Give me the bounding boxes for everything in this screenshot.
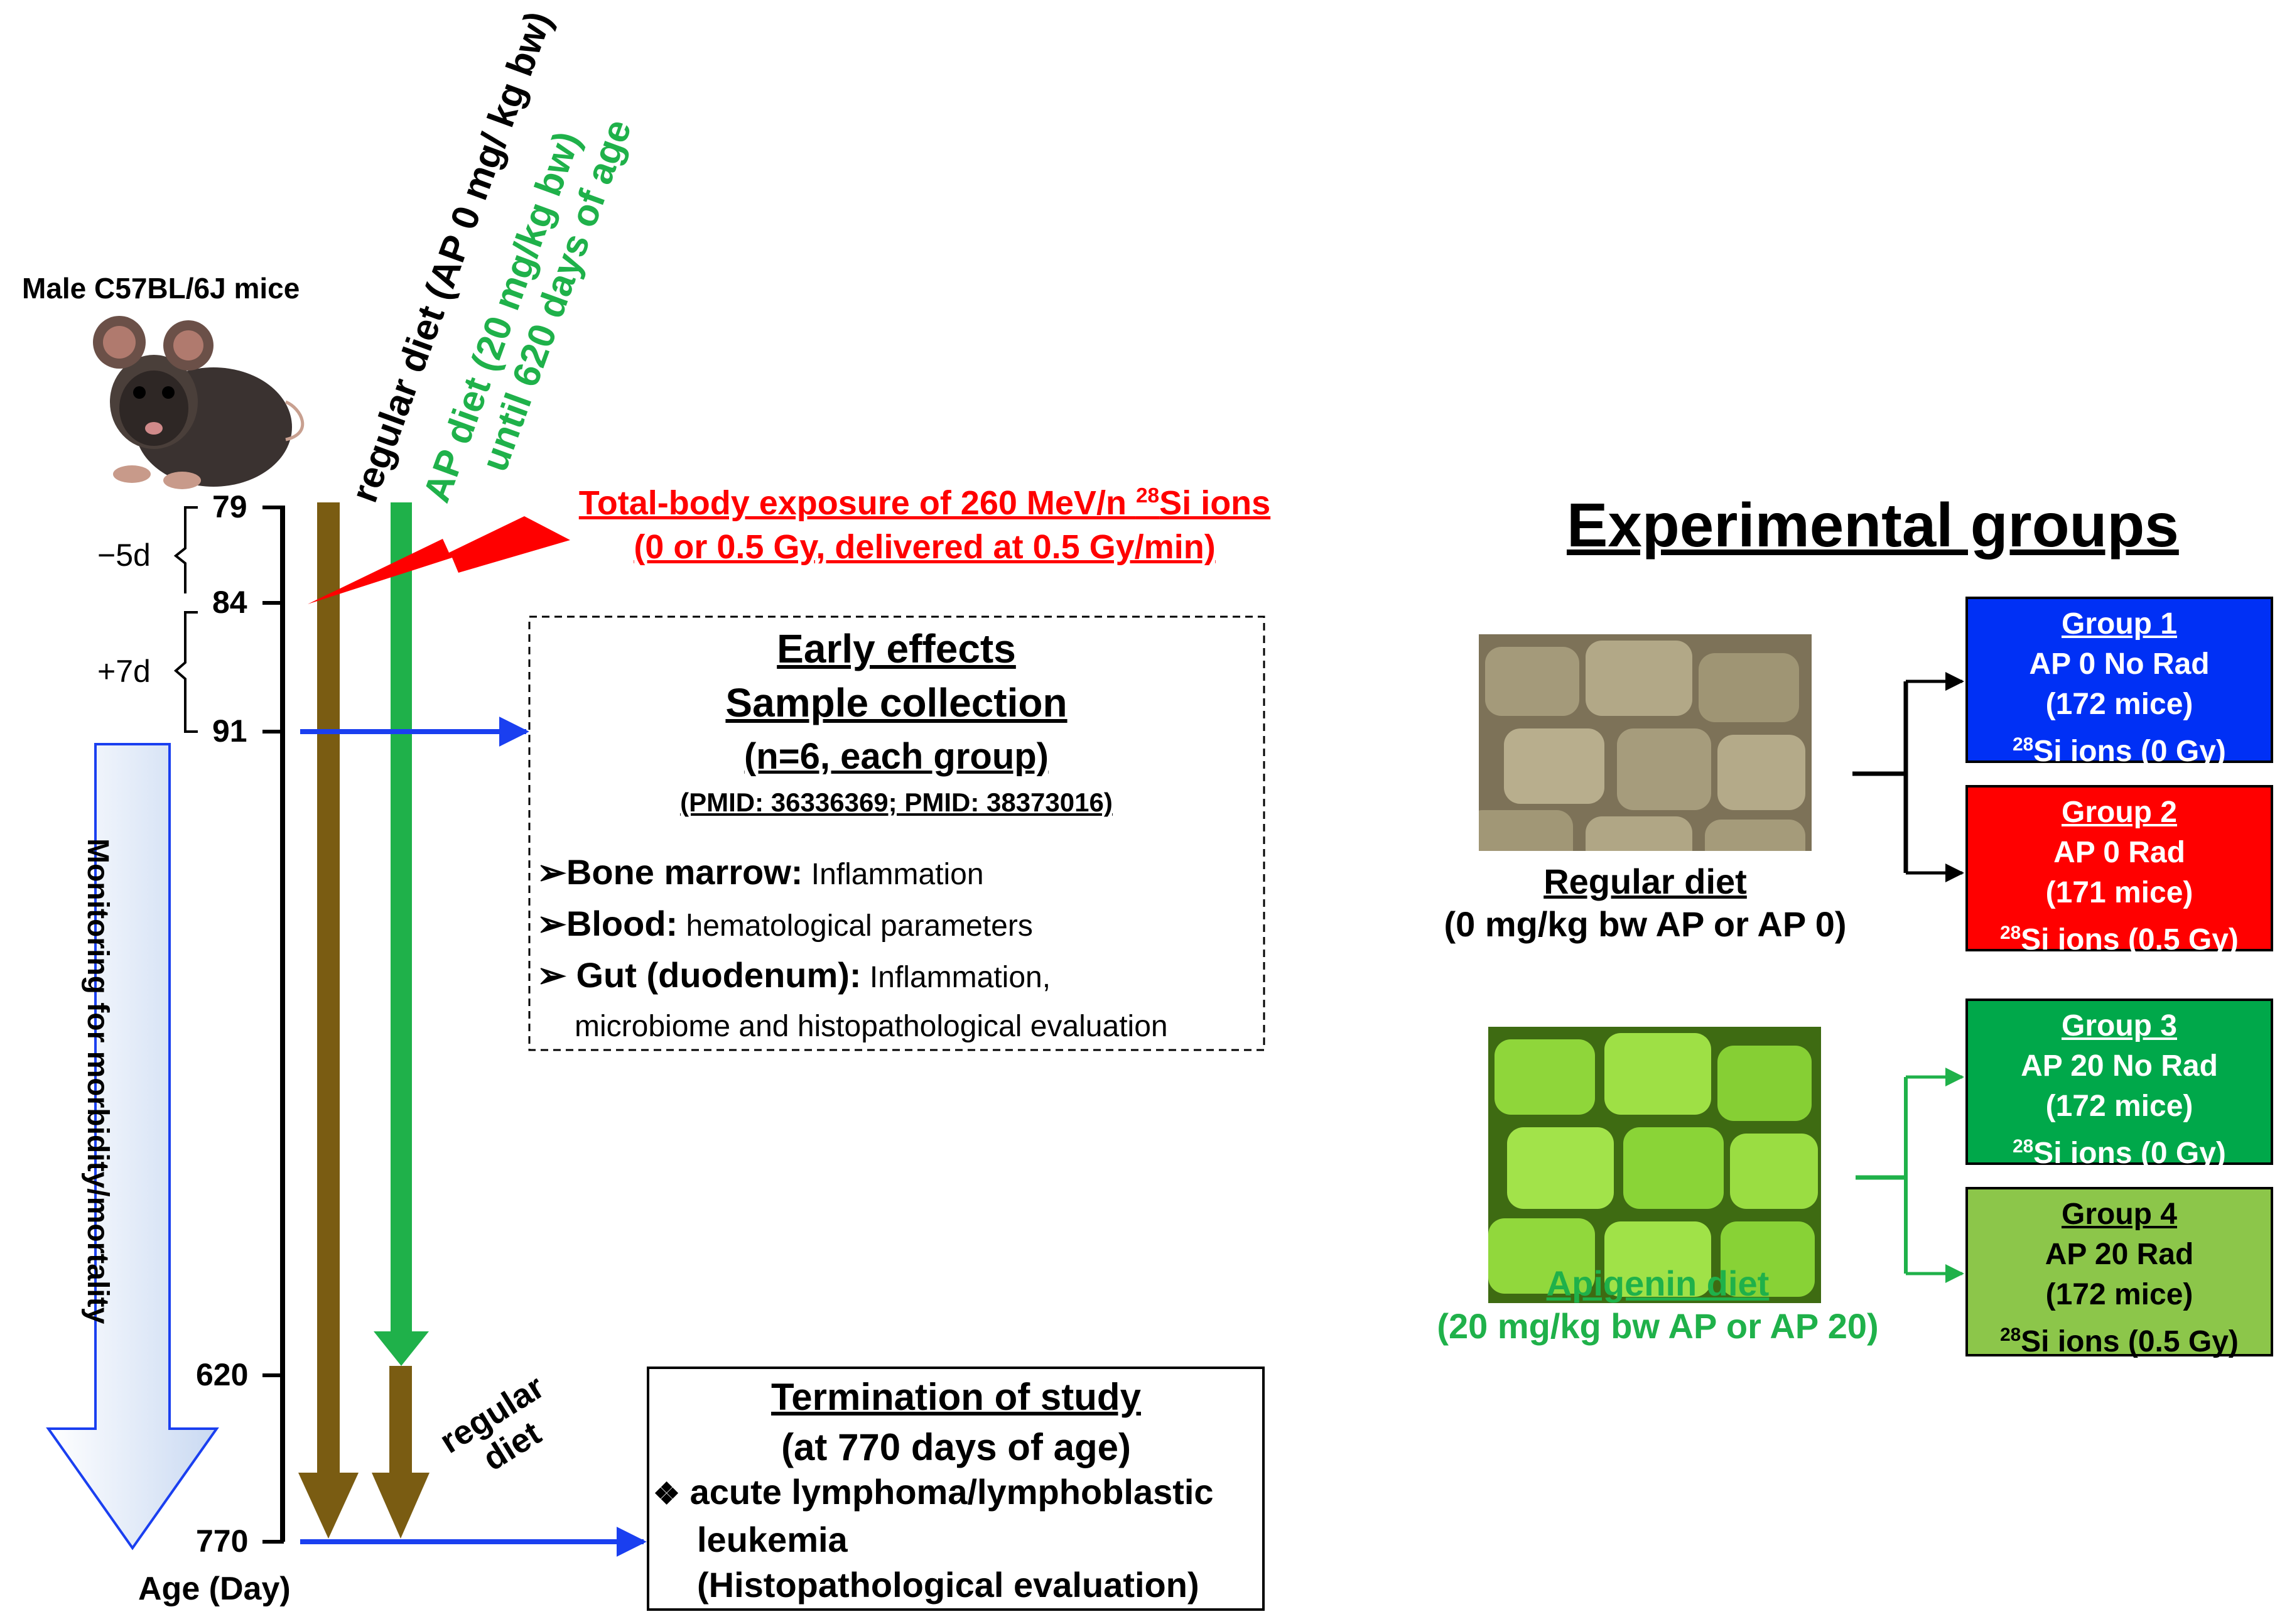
early-title: Early effects [777,626,1016,671]
termination-titles: Termination of study (at 770 days of age… [650,1372,1262,1473]
sample-size: (n=6, each group) [743,736,1049,777]
diamond-bullet-icon: ❖ [653,1478,681,1511]
termination-title: Termination of study [771,1376,1141,1418]
group-4-box: Group 4 AP 20 Rad (172 mice) 28Si ions (… [1965,1187,2273,1358]
group-2-sup: 28 [2000,923,2021,943]
item-text: Inflammation [803,858,984,891]
regular-diet-detail: (0 mg/kg bw AP or AP 0) [1444,904,1847,944]
list-item-bone-marrow: ➢Bone marrow: Inflammation [537,848,1259,899]
early-effects-titles: Early effects Sample collection (n=6, ea… [531,622,1262,821]
termination-line3: (Histopathological evaluation) [697,1565,1199,1605]
exposure-line2: (0 or 0.5 Gy, delivered at 0.5 Gy/min) [634,528,1216,566]
group-4-dose: Si ions (0.5 Gy) [2021,1325,2239,1358]
sample-collection-title: Sample collection [725,680,1068,725]
list-item-gut-cont: microbiome and histopathological evaluat… [575,1010,1168,1043]
group-2-title: Group 2 [2061,796,2177,829]
group-1-sup: 28 [2013,734,2034,755]
group-2-line3: 28Si ions (0.5 Gy) [1968,913,2271,960]
group-2-line1: AP 0 Rad [2053,836,2185,869]
plus-7d-label: +7d [97,654,151,689]
termination-list: ❖ acute lymphoma/lymphoblastic leukemia … [653,1470,1259,1608]
group-4-sup: 28 [2000,1324,2021,1345]
monitoring-arrow [46,743,219,1551]
group-1-box: Group 1 AP 0 No Rad (172 mice) 28Si ions… [1965,597,2273,768]
item-head: Gut (duodenum): [576,955,862,995]
item-head: Bone marrow: [566,852,803,892]
item-text: Inflammation, [861,961,1051,994]
tick-label-79: 79 [212,489,247,524]
tick-label-620: 620 [196,1357,249,1392]
tick-label-91: 91 [212,713,247,749]
group-3-dose: Si ions (0 Gy) [2033,1137,2226,1170]
group-3-box: Group 3 AP 20 No Rad (172 mice) 28Si ion… [1965,999,2273,1170]
regular-diet-image [1479,634,1812,851]
termination-line1: acute lymphoma/lymphoblastic [689,1472,1214,1512]
group-4-line3: 28Si ions (0.5 Gy) [1968,1315,2271,1362]
item-text: hematological parameters [678,909,1033,943]
exposure-text: Total-body exposure of 260 MeV/n 28Si io… [537,474,1312,569]
group-2-box: Group 2 AP 0 Rad (171 mice) 28Si ions (0… [1965,785,2273,956]
exposure-sup: 28 [1135,484,1160,507]
regular-diet-name: Regular diet [1543,862,1747,901]
mouse-label: Male C57BL/6J mice [22,272,300,305]
group-3-title: Group 3 [2061,1009,2177,1042]
item-head: Blood: [566,904,678,943]
group-4-line1: AP 20 Rad [2045,1238,2194,1271]
bracket-minus-5d [173,506,198,593]
group-3-sup: 28 [2013,1136,2034,1157]
axis-label: Age (Day) [138,1571,291,1607]
regular-diet-bar [317,502,340,1482]
list-item-blood: ➢Blood: hematological parameters [537,899,1259,951]
exposure-suffix: Si ions [1159,484,1271,522]
post-regular-diet-bar [389,1366,412,1482]
tick-label-770: 770 [196,1524,249,1559]
apigenin-diet-caption: Apigenin diet (20 mg/kg bw AP or AP 20) [1413,1262,1903,1348]
groups-title: Experimental groups [1567,490,2179,560]
group-2-line2: (171 mice) [2045,876,2193,909]
group-1-title: Group 1 [2061,607,2177,641]
group-4-title: Group 4 [2061,1198,2177,1231]
lightning-bolt-icon [308,516,570,604]
mouse-image [93,316,305,489]
bracket-plus-7d [173,611,198,733]
apigenin-diet-image [1488,1027,1821,1303]
group-3-line2: (172 mice) [2045,1090,2193,1123]
termination-subtitle: (at 770 days of age) [781,1426,1131,1468]
exposure-prefix: Total-body exposure of 260 MeV/n [578,484,1136,522]
minus-5d-label: −5d [97,538,151,573]
arrow-bullet-icon: ➢ [537,904,566,943]
group-2-dose: Si ions (0.5 Gy) [2021,923,2239,956]
group-3-line3: 28Si ions (0 Gy) [1968,1127,2271,1174]
group-1-line1: AP 0 No Rad [2029,647,2210,681]
tick-label-84: 84 [212,585,247,620]
group-1-line3: 28Si ions (0 Gy) [1968,725,2271,772]
ap-diet-bar [391,502,412,1338]
arrow-bullet-icon: ➢ [537,852,566,892]
pmid-refs: (PMID: 36336369; PMID: 38373016) [680,788,1113,817]
termination-line2: leukemia [697,1520,848,1559]
exposure-line1: Total-body exposure of 260 MeV/n 28Si io… [579,484,1270,522]
early-effects-box [528,615,1265,1051]
ap-diet-arrowhead [374,1331,429,1366]
regular-diet-arrowhead [298,1473,359,1539]
arrow-bullet-icon: ➢ [537,955,576,995]
group-1-line2: (172 mice) [2045,688,2193,721]
regular-diet-caption: Regular diet (0 mg/kg bw AP or AP 0) [1416,860,1874,946]
termination-box [647,1367,1265,1611]
list-item-gut: ➢ Gut (duodenum): Inflammation, [537,951,1259,1002]
group-1-dose: Si ions (0 Gy) [2033,735,2226,768]
apigenin-diet-detail: (20 mg/kg bw AP or AP 20) [1437,1306,1879,1346]
group-4-line2: (172 mice) [2045,1278,2193,1311]
apigenin-diet-name: Apigenin diet [1546,1264,1770,1303]
monitoring-label: Monitoring for morbidity/mortality [81,838,114,1324]
post-regular-diet-arrowhead [372,1473,430,1539]
early-effects-list: ➢Bone marrow: Inflammation ➢Blood: hemat… [537,848,1259,1051]
group-3-line1: AP 20 No Rad [2021,1049,2218,1083]
